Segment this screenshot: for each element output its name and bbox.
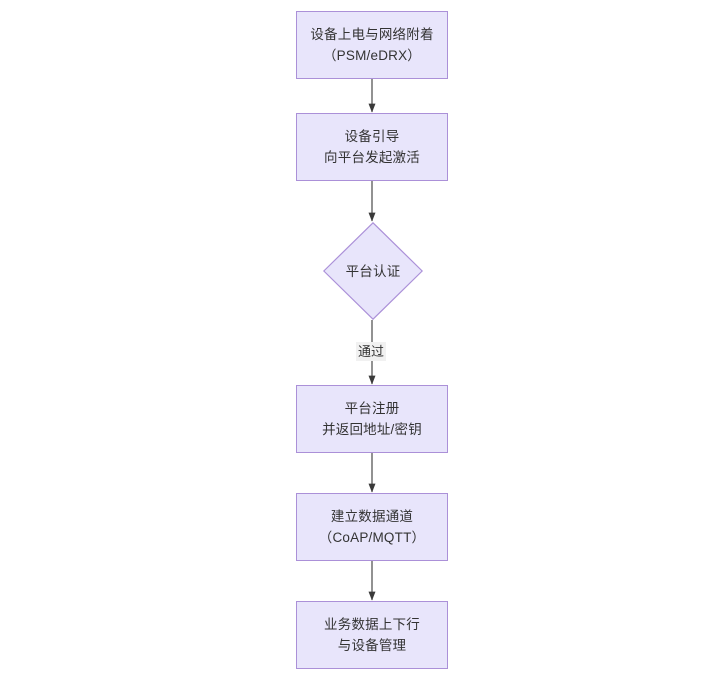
node-business-data-and-device-management[interactable]: 业务数据上下行 与设备管理 xyxy=(296,601,448,669)
node-label-line1: 平台认证 xyxy=(345,263,401,279)
node-label-line1: 平台注册 xyxy=(344,401,400,416)
node-label-line2: 向平台发起激活 xyxy=(324,150,420,165)
node-label-line1: 建立数据通道 xyxy=(330,509,414,524)
node-device-power-on[interactable]: 设备上电与网络附着 （PSM/eDRX） xyxy=(296,11,448,79)
node-platform-registration[interactable]: 平台注册 并返回地址/密钥 xyxy=(296,385,448,453)
node-label-line1: 业务数据上下行 xyxy=(324,617,420,632)
diamond-shape xyxy=(323,222,423,320)
edge-label-pass: 通过 xyxy=(356,342,387,361)
node-label-line1: 设备上电与网络附着 xyxy=(310,27,434,42)
node-platform-authentication[interactable]: 平台认证 xyxy=(323,222,423,320)
node-label-line2: 并返回地址/密钥 xyxy=(322,422,422,437)
node-label-line2: 与设备管理 xyxy=(337,638,407,653)
node-label-line2: （CoAP/MQTT） xyxy=(318,530,426,545)
node-label-line2: （PSM/eDRX） xyxy=(322,48,422,63)
node-device-bootstrap[interactable]: 设备引导 向平台发起激活 xyxy=(296,113,448,181)
edge-label-text: 通过 xyxy=(358,344,385,359)
node-establish-data-channel[interactable]: 建立数据通道 （CoAP/MQTT） xyxy=(296,493,448,561)
node-label-line1: 设备引导 xyxy=(344,129,400,144)
